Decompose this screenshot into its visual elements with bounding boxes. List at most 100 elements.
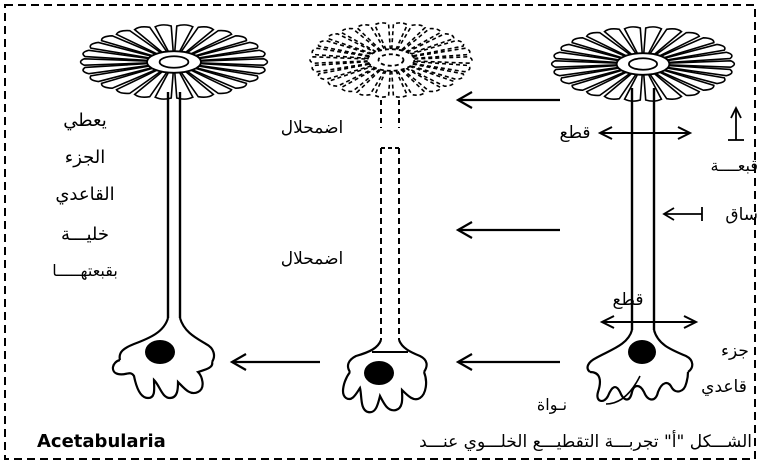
left-cap-petal (89, 41, 152, 59)
left-cap-petal (180, 71, 215, 98)
double-arrow-icon (599, 315, 699, 329)
right-cap-petal (560, 67, 622, 85)
left-cap-petal (196, 65, 259, 83)
dashed-border (4, 4, 756, 460)
middle-cap-petal (396, 24, 427, 51)
right-cap-petal (655, 31, 701, 57)
middle-cap-petal (412, 47, 471, 60)
left-cap-petal (82, 49, 149, 62)
right-cap-petal (660, 36, 715, 59)
right-cap-petal (667, 51, 733, 64)
middle-cap-petal (340, 27, 380, 53)
left-nucleus (145, 340, 175, 364)
middle-cap-petal (327, 65, 376, 88)
left-text-4: خليـــة (61, 224, 109, 245)
right-cap-petal (623, 26, 643, 54)
middle-nucleus (364, 361, 394, 385)
left-cap-petal (133, 26, 168, 53)
right-cap-petal (603, 28, 637, 55)
left-cap-petal (154, 24, 174, 52)
caption-arabic: الشـــكل "أ" تجربـــة التقطيـــع الخلـــ… (419, 430, 752, 452)
middle-cap-petal (402, 27, 442, 53)
left-description: يعطي الجزء القاعدي خليـــة بقبعتهـــــا (52, 110, 118, 281)
left-cap-petal (100, 67, 156, 90)
caption-latin: Acetabularia (37, 431, 166, 452)
middle-organism (309, 22, 473, 414)
left-cap-petal (79, 57, 148, 67)
left-cap-petal (199, 49, 266, 62)
right-cap-petal (571, 36, 626, 59)
nucleus-label: نـواة (537, 395, 567, 415)
dissolve-label-top: اضمحلال (281, 118, 343, 138)
right-cap-petal (655, 71, 701, 97)
left-cap-petal (115, 69, 162, 95)
right-cap-petal (553, 64, 619, 77)
figure-caption: Acetabularia الشـــكل "أ" تجربـــة التقط… (37, 430, 752, 452)
middle-cap-petal (373, 22, 392, 50)
middle-cap-petal (355, 24, 386, 51)
middle-cap-dissolving (309, 22, 473, 98)
left-cap (79, 24, 269, 100)
left-cap-petal (186, 29, 233, 55)
middle-cap-petal (412, 60, 471, 73)
right-cap-petal (560, 43, 622, 61)
middle-cap-petal (390, 22, 409, 50)
middle-stalk-dissolving (380, 100, 400, 340)
left-cap-center (158, 55, 190, 69)
left-cap-petal (192, 67, 248, 90)
middle-cap-petal (311, 60, 370, 73)
up-arrow-icon (728, 105, 744, 141)
left-text-3: القاعدي (55, 184, 114, 205)
middle-cap-petal (402, 67, 442, 93)
right-cap-petal (660, 69, 715, 92)
middle-cap-petal (396, 69, 427, 96)
left-text-5: بقبعتهـــــا (52, 261, 118, 281)
right-cap-petal (585, 31, 631, 57)
middle-cap-petal (414, 55, 473, 65)
right-organism (550, 26, 736, 402)
right-cap-petal (571, 69, 626, 92)
right-cap-petal (649, 73, 683, 100)
left-cap-petal (180, 26, 215, 53)
middle-cap-petal (327, 32, 376, 55)
right-cap-petal (585, 71, 631, 97)
right-stalk (630, 88, 656, 330)
middle-rhizoid-base (341, 339, 428, 414)
right-cap-petal (664, 43, 726, 61)
middle-cap-petal (317, 63, 372, 81)
basal-part-label-1: جزء (721, 341, 749, 361)
left-cap-petal (186, 69, 233, 95)
right-cap-petal (550, 59, 617, 69)
nucleus-pointer (605, 375, 641, 405)
middle-cap-petal (406, 65, 455, 88)
middle-cap-center (377, 53, 405, 67)
middle-cap-petal (317, 39, 372, 57)
middle-cap-petal (309, 55, 368, 65)
left-arrow-icon (229, 353, 320, 371)
left-cap-petal (192, 34, 248, 57)
cut-label-bottom: قطع (612, 290, 643, 310)
right-cap-petal (669, 59, 736, 69)
left-arrow-icon (455, 221, 560, 239)
left-stalk (166, 92, 182, 318)
middle-cap-petal (410, 63, 465, 81)
cut-label-top: قطع (559, 123, 590, 143)
left-arrow-icon (455, 353, 560, 371)
middle-cap-petal (410, 39, 465, 57)
left-rhizoid-base (111, 317, 216, 400)
left-cap-petal (174, 24, 194, 52)
right-cap (550, 26, 736, 102)
left-cap-petal (199, 62, 266, 75)
right-cap-petal (603, 73, 637, 100)
middle-cap-petal (406, 32, 455, 55)
left-organism (79, 24, 269, 400)
left-cap-petal (100, 34, 156, 57)
middle-cap-petal (340, 67, 380, 93)
left-cap-petal (82, 62, 149, 75)
right-cap-petal (667, 64, 733, 77)
left-text-2: الجزء (65, 147, 106, 168)
left-cap-petal (115, 29, 162, 55)
left-text-1: يعطي (63, 110, 106, 131)
